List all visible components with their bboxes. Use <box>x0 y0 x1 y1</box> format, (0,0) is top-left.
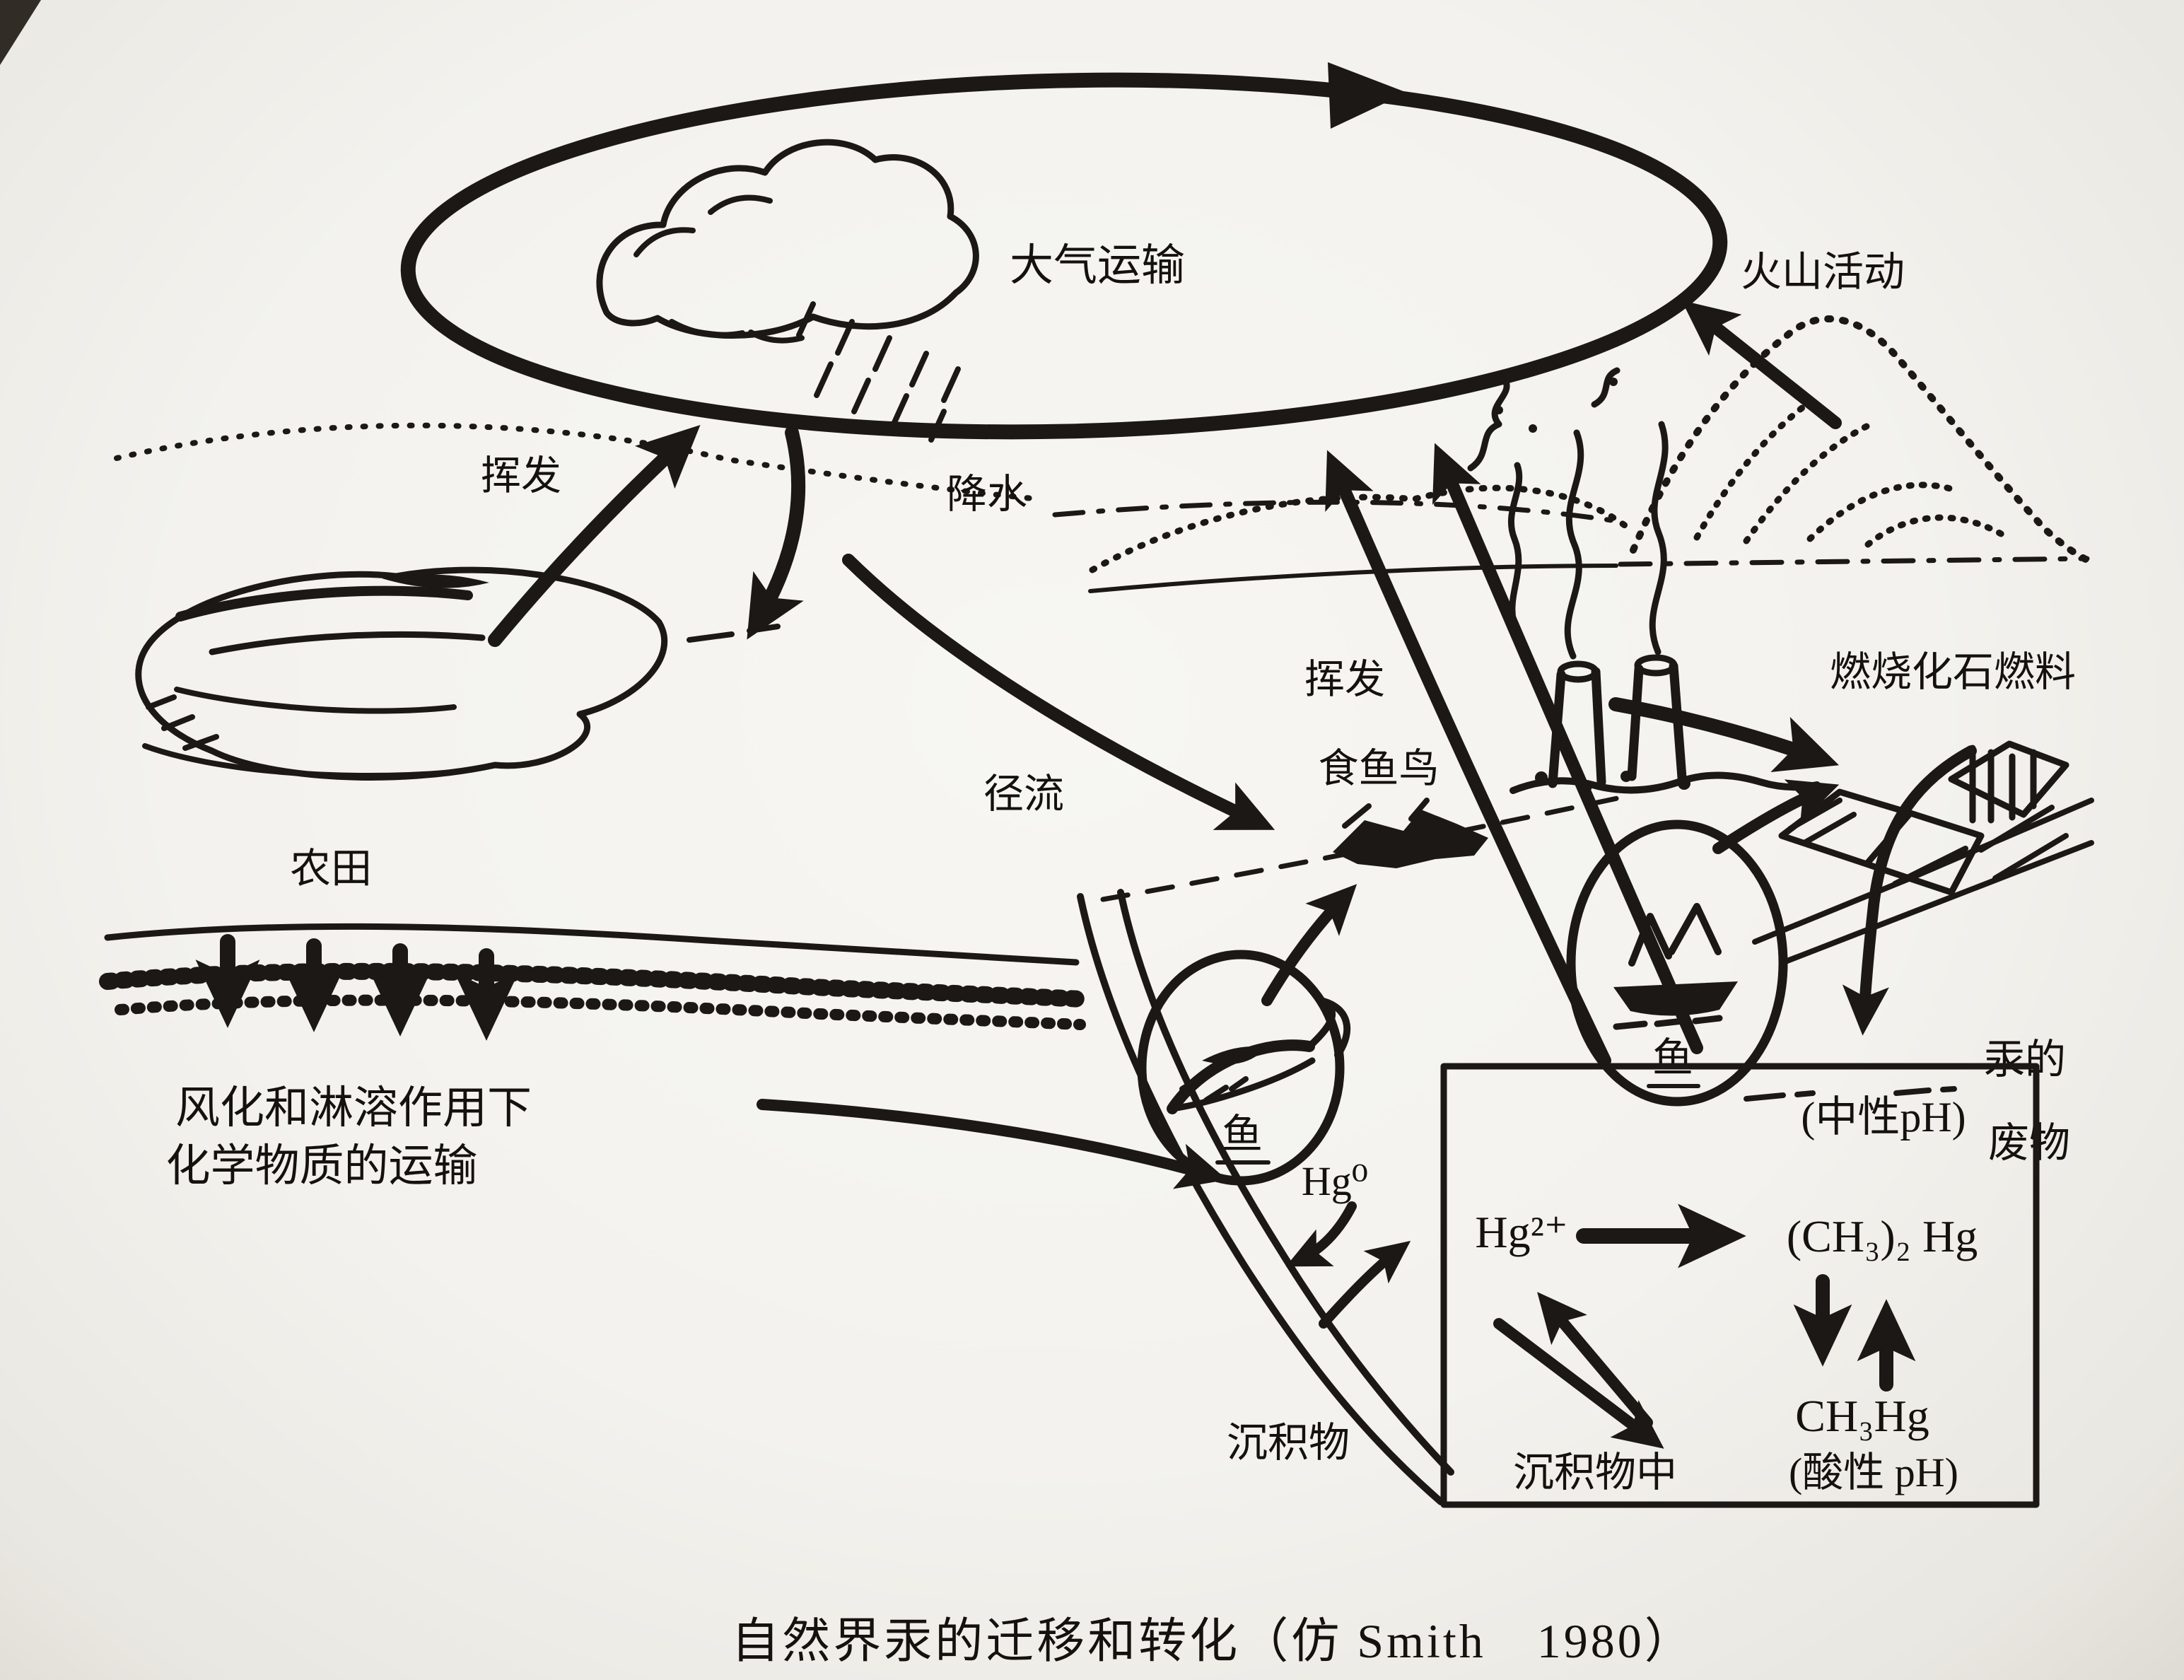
lake-evaporation-arrow <box>488 424 701 647</box>
page-corner-shadow <box>0 0 41 65</box>
fish-catch-arrow <box>1712 779 1840 854</box>
rain-cloud-icon <box>596 139 979 443</box>
boat-icon <box>1613 903 1738 1030</box>
fish-circle-1: 鱼 <box>1137 950 1351 1186</box>
mid-dashdot-line <box>1052 499 1615 523</box>
fossil-fuel-label: 燃烧化石燃料 <box>1830 649 2076 695</box>
atmo-transport-label: 大气运输 <box>1010 242 1185 290</box>
weathering-label-line2: 化学物质的运输 <box>166 1141 478 1191</box>
in-sediment-label: 沉积物中 <box>1513 1449 1677 1495</box>
volcano-label: 火山活动 <box>1741 249 1905 295</box>
hg0-label: Hg⁰ <box>1302 1158 1368 1204</box>
factory-icon <box>1467 367 1821 794</box>
chemical-transport-arrow <box>757 1099 1227 1189</box>
fish-icon <box>1167 998 1351 1114</box>
hg0-deposit-arrow <box>1285 1201 1357 1267</box>
dimethyl-label: (CH₃)₂ Hg <box>1787 1211 1978 1261</box>
mercury-waste-label-line1: 汞的 <box>1984 1037 2066 1083</box>
city-waste-dump <box>1752 740 2094 966</box>
chemistry-box-border <box>1440 1063 2040 1508</box>
waste-dashes <box>1744 1086 1957 1102</box>
volcano-mountains: 火山活动 <box>1088 249 2091 593</box>
neutral-ph-label: (中性pH) <box>1801 1094 1966 1141</box>
mercury-waste-label-line2: 废物 <box>1988 1120 2070 1166</box>
hg2-label: Hg²⁺ <box>1475 1207 1567 1257</box>
chemistry-box: (中性pH) Hg²⁺ (CH₃)₂ Hg CH₃Hg (酸性 pH) 沉积物中 <box>1440 1063 2040 1508</box>
atmosphere-ellipse <box>400 72 1728 440</box>
fossil-fuel-arrow <box>1608 697 1840 773</box>
shoreline <box>1077 889 1454 1505</box>
fish-circle-2: 鱼 <box>1566 819 1788 1107</box>
leaching-arrows <box>195 934 519 1041</box>
mercury-waste-arrow <box>1842 745 1977 1036</box>
runoff-arrow <box>842 554 1275 830</box>
precipitation-label: 降水 <box>947 472 1027 517</box>
volcano-to-atmosphere-arrow <box>1681 300 1842 429</box>
evaporation-mid-label: 挥发 <box>1304 658 1385 702</box>
rain-dashes <box>796 301 961 443</box>
figure-caption: 自然界汞的迁移和转化（仿 Smith 1980） <box>731 1614 1695 1668</box>
lake <box>135 566 781 781</box>
foothills-dotted <box>1089 484 1631 573</box>
runoff-label: 径流 <box>983 772 1064 817</box>
bird-icon <box>1333 798 1488 868</box>
sediment-release-arrow <box>1319 1240 1411 1329</box>
farmland: 农田 风化和淋溶作用下 化学物质的运输 <box>99 846 1090 1191</box>
weathering-label-line1: 风化和淋溶作用下 <box>175 1083 532 1133</box>
precipitation-arrow <box>747 426 806 640</box>
smoke-icon <box>1467 367 1669 660</box>
fish2-label: 鱼 <box>1652 1035 1693 1081</box>
atmospheric-transport-loop: 大气运输 <box>400 62 1728 440</box>
water-evaporation-arrows <box>1325 443 1703 1067</box>
fish-to-bird-arrow <box>1261 884 1357 1006</box>
sediment-label: 沉积物 <box>1227 1420 1350 1466</box>
acid-ph-label: (酸性 pH) <box>1789 1449 1958 1495</box>
waterline-dashes <box>1100 795 1623 902</box>
methyl-label: CH₃Hg <box>1795 1391 1929 1441</box>
farmland-label: 农田 <box>290 846 372 892</box>
hg2-to-sediment-arrow <box>1493 1318 1664 1449</box>
evaporation-left-label: 挥发 <box>481 454 561 498</box>
cycle-arrowhead-icon <box>1328 62 1407 129</box>
fish-bird-label: 食鱼鸟 <box>1319 747 1440 791</box>
fish1-label: 鱼 <box>1222 1112 1263 1157</box>
